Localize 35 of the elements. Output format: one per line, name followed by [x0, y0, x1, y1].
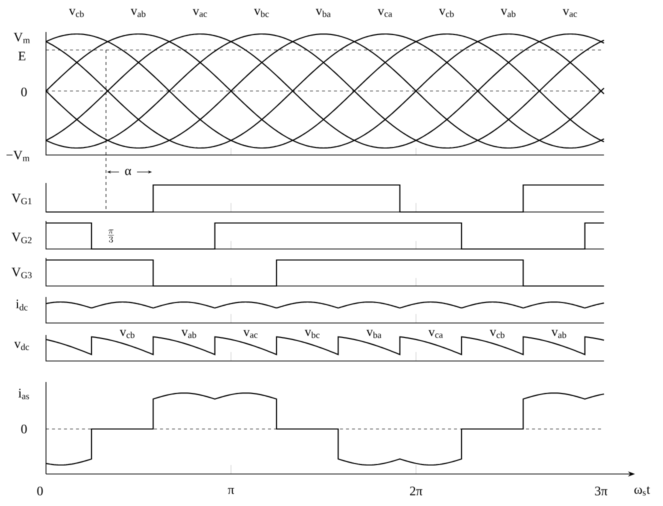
axis-label: V$_{G2}$: [11, 232, 33, 244]
axis-label: $\frac{\pi}{3}$: [106, 229, 116, 243]
waveform-label: v$_{ca}$: [377, 8, 394, 18]
dimension-label: α: [124, 168, 132, 176]
axis-label: V$_{G3}$: [11, 267, 33, 279]
axis-label: v$_{dc}$: [14, 341, 30, 351]
waveform-label: v$_{cb}$: [489, 329, 506, 339]
waveform-label: v$_{ac}$: [562, 8, 578, 18]
axis-label: V$_{m}$: [13, 32, 31, 44]
axis-label: i$_{dc}$: [15, 299, 29, 311]
waveform-label: v$_{cb}$: [119, 329, 136, 339]
waveform-label: v$_{ac}$: [192, 8, 208, 18]
waveform-label: v$_{ba}$: [315, 8, 332, 18]
waveform-label: v$_{ba}$: [366, 329, 382, 339]
waveform-label: v$_{ca}$: [428, 330, 444, 338]
waveform-label: v$_{ab}$: [130, 8, 147, 18]
waveform-label: v$_{ab}$: [500, 8, 517, 18]
waveform-label: v$_{bc}$: [304, 329, 321, 339]
waveform-label: v$_{ac}$: [242, 330, 259, 338]
waveform-label: v$_{bc}$: [254, 8, 270, 18]
waveform-label: v$_{ab}$: [550, 329, 568, 339]
axis-label: 0: [20, 87, 28, 97]
axis-label: V$_{G1}$: [11, 193, 33, 205]
waveform-label: v$_{ab}$: [180, 329, 198, 339]
axis-label: ω$_{s}$t: [633, 486, 651, 496]
axis-label: 0: [20, 424, 28, 434]
axis-label: −V$_{m}$: [5, 150, 31, 162]
waveform-label: v$_{cb}$: [68, 8, 86, 18]
waveform-label: v$_{cb}$: [438, 8, 456, 18]
axis-label: E: [18, 51, 26, 61]
axis-label: π: [227, 487, 235, 495]
axis-label: 3π: [594, 486, 608, 496]
axis-label: i$_{as}$: [18, 388, 30, 400]
axis-label: 2π: [408, 486, 424, 496]
axis-label: 0: [36, 486, 44, 496]
